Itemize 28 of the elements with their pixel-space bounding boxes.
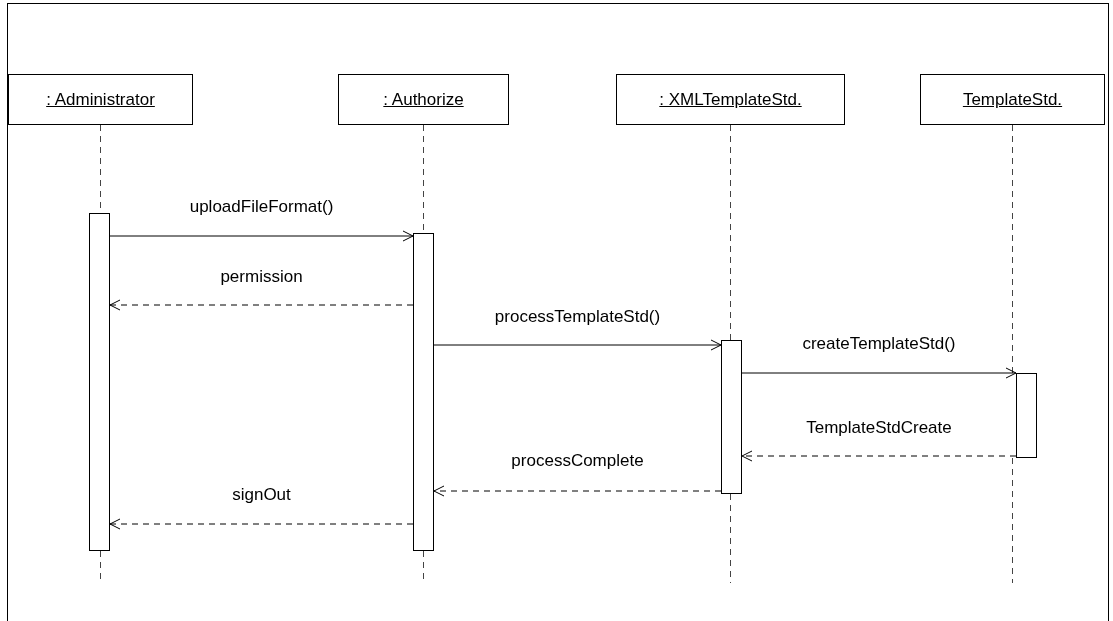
message-label: processComplete	[509, 451, 646, 471]
message-arrow	[109, 518, 414, 530]
activation-bar	[413, 233, 434, 551]
activation-bar	[1016, 373, 1037, 458]
lifeline-head-box	[8, 74, 193, 125]
lifeline-head-box	[616, 74, 845, 125]
lifeline	[1012, 124, 1013, 374]
activation-bar	[721, 340, 742, 494]
object-name: : XMLTemplateStd.	[659, 89, 802, 110]
message-arrow	[109, 299, 414, 311]
message-label: createTemplateStd()	[800, 334, 958, 354]
message-label: TemplateStdCreate	[804, 418, 954, 438]
message-arrow	[741, 367, 1017, 379]
object-name: : Authorize	[383, 89, 464, 110]
message-label: processTemplateStd()	[492, 307, 663, 327]
message-label: permission	[218, 267, 305, 287]
lifeline-head-box	[338, 74, 509, 125]
message-arrow	[433, 339, 722, 351]
lifeline-head-box	[920, 74, 1105, 125]
activation-bar	[89, 213, 110, 551]
message-arrow	[741, 450, 1017, 462]
message-label: uploadFileFormat()	[187, 197, 336, 217]
object-name: : Administrator	[46, 89, 155, 110]
lifeline	[730, 124, 731, 341]
message-arrow	[109, 230, 414, 242]
object-name: TemplateStd.	[962, 89, 1063, 110]
message-label: signOut	[230, 485, 293, 505]
message-arrow	[433, 485, 722, 497]
